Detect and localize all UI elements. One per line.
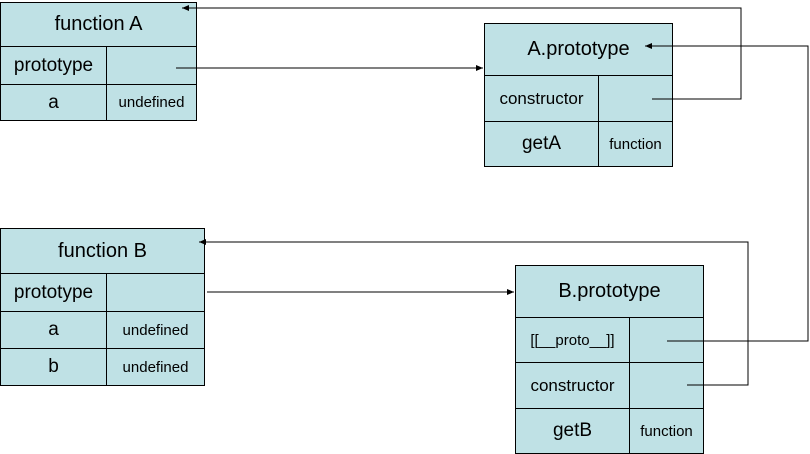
function-a-title: function A bbox=[0, 2, 197, 47]
b-prototype-title: B.prototype bbox=[515, 265, 704, 318]
function-b-b-value: undefined bbox=[106, 348, 205, 386]
function-a-a-value: undefined bbox=[106, 84, 197, 121]
b-prototype-table: B.prototype [[__proto__]] constructor ge… bbox=[515, 265, 704, 454]
function-b-a-value: undefined bbox=[106, 311, 205, 349]
function-b-title: function B bbox=[0, 228, 205, 274]
function-a-table: function A prototype a undefined bbox=[0, 2, 197, 121]
arrow-bprototype-proto-to-aprototype bbox=[645, 43, 809, 342]
function-a-prototype-key: prototype bbox=[0, 46, 107, 85]
a-prototype-title: A.prototype bbox=[484, 23, 673, 76]
a-prototype-constructor-key: constructor bbox=[484, 75, 599, 122]
function-b-table: function B prototype a undefined b undef… bbox=[0, 228, 205, 386]
b-prototype-getb-value: function bbox=[629, 408, 704, 454]
function-b-a-key: a bbox=[0, 311, 107, 349]
b-prototype-constructor-key: constructor bbox=[515, 362, 630, 409]
a-prototype-geta-value: function bbox=[598, 121, 673, 167]
b-prototype-getb-key: getB bbox=[515, 408, 630, 454]
function-b-b-key: b bbox=[0, 348, 107, 386]
a-prototype-table: A.prototype constructor getA function bbox=[484, 23, 673, 167]
arrow-aprototype-constructor-to-functiona bbox=[182, 5, 742, 100]
function-b-prototype-value bbox=[106, 273, 205, 312]
arrow-bprototype-constructor-to-functionb bbox=[199, 239, 749, 386]
function-a-a-key: a bbox=[0, 84, 107, 121]
a-prototype-geta-key: getA bbox=[484, 121, 599, 167]
b-prototype-proto-value bbox=[629, 317, 704, 363]
function-a-prototype-value bbox=[106, 46, 197, 85]
